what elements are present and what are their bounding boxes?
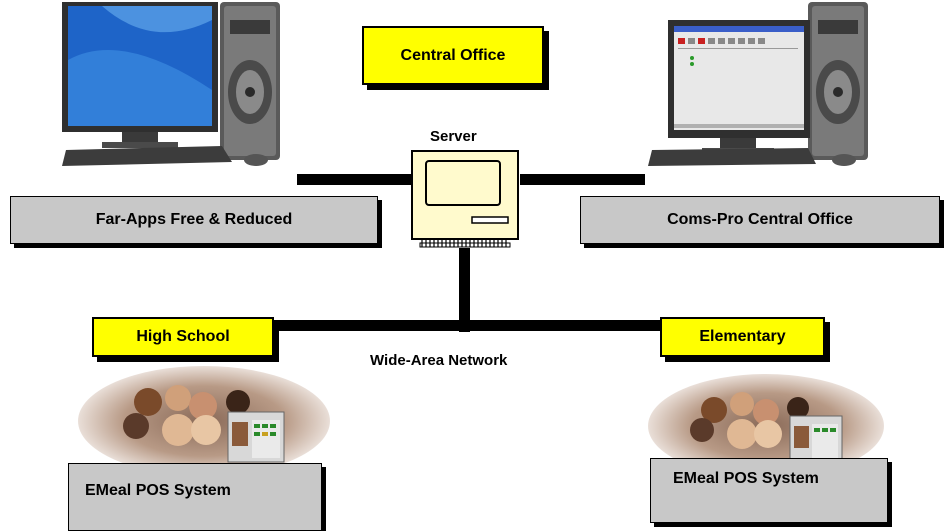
coms-pro-box: Coms-Pro Central Office: [580, 196, 940, 244]
coms-pro-label: Coms-Pro Central Office: [667, 211, 853, 228]
far-apps-box: Far-Apps Free & Reduced: [10, 196, 378, 244]
elementary-box: Elementary: [660, 317, 825, 357]
emeal-right-label: EMeal POS System: [673, 470, 819, 487]
server-label: Server: [430, 128, 477, 145]
students-photo-right-detail: [690, 392, 843, 465]
central-office-box: Central Office: [362, 26, 544, 85]
line-horizontal: [228, 320, 668, 331]
server-icon: [411, 150, 519, 248]
emeal-left-label: EMeal POS System: [85, 482, 231, 499]
line-left: [297, 174, 413, 185]
high-school-box: High School: [92, 317, 274, 357]
left-computer-icon: [62, 2, 280, 166]
high-school-label: High School: [136, 328, 230, 345]
emeal-right-box: EMeal POS System: [650, 458, 888, 523]
right-computer-icon: [648, 2, 868, 166]
students-photo-left-detail: [123, 385, 285, 463]
network-label: Wide-Area Network: [370, 352, 508, 369]
elementary-label: Elementary: [699, 328, 786, 345]
emeal-left-box: EMeal POS System: [68, 463, 322, 531]
line-right: [520, 174, 645, 185]
line-vertical: [459, 248, 470, 332]
far-apps-label: Far-Apps Free & Reduced: [95, 211, 293, 228]
central-office-label: Central Office: [400, 46, 506, 64]
